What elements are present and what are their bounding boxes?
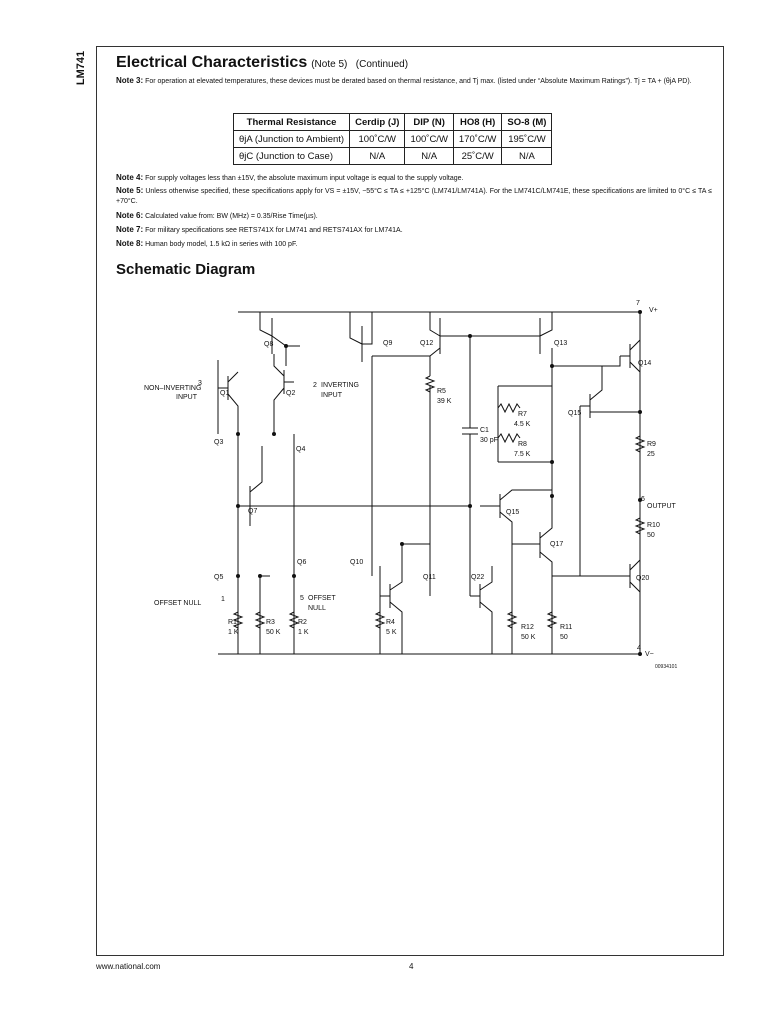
label-offset-null-right-2: NULL (308, 605, 326, 612)
value-r7: 4.5 K (514, 421, 531, 428)
table-header: DIP (N) (404, 113, 454, 131)
label-q13: Q13 (554, 340, 567, 347)
label-r2: R2 (298, 619, 307, 626)
label-r9: R9 (647, 441, 656, 448)
table-cell: 25˚C/W (452, 147, 503, 165)
pin-7: 7 (636, 300, 640, 307)
note-5: Note 5: Unless otherwise specified, thes… (116, 186, 712, 205)
pin-4: 4 (637, 645, 641, 652)
table-cell: 100˚C/W (349, 130, 406, 148)
page-number: 4 (409, 962, 414, 971)
pin-2: 2 (313, 382, 317, 389)
label-output: OUTPUT (647, 503, 677, 510)
side-label: LM741 (75, 50, 87, 86)
pin-6: 6 (641, 496, 645, 503)
continued-label: (Continued) (355, 59, 409, 70)
schematic-diagram: Q1 Q2 Q3 Q4 Q5 Q6 Q7 Q8 Q9 Q10 Q11 Q12 Q… (144, 300, 677, 670)
note-7: Note 7: For military specifications see … (116, 225, 403, 234)
section-title: Electrical Characteristics(Note 5) (Cont… (116, 54, 409, 71)
table-cell: N/A (404, 147, 454, 165)
table-header: Thermal Resistance (232, 113, 351, 131)
label-q3: Q3 (214, 439, 223, 446)
label-q12: Q12 (420, 340, 433, 347)
label-r12: R12 (521, 624, 534, 631)
table-cell: 170˚C/W (452, 130, 503, 148)
label-r7: R7 (518, 411, 527, 418)
note-8: Note 8: Human body model, 1.5 kΩ in seri… (116, 239, 298, 248)
note-3: Note 3: For operation at elevated temper… (116, 76, 692, 85)
label-q5: Q5 (214, 574, 223, 581)
value-c1: 30 pF (480, 437, 498, 444)
table-row: θjC (Junction to Case) N/A N/A 25˚C/W N/… (232, 147, 553, 165)
label-r3: R3 (266, 619, 275, 626)
label-q10: Q10 (350, 559, 363, 566)
label-q22: Q22 (471, 574, 484, 581)
label-non-inverting-input: INPUT (176, 394, 198, 401)
label-q6: Q6 (297, 559, 306, 566)
label-q9: Q9 (383, 340, 392, 347)
drawing-id: 00934101 (655, 664, 677, 670)
table-header: Cerdip (J) (349, 113, 406, 131)
label-r11: R11 (560, 624, 572, 631)
label-q7: Q7 (248, 508, 257, 515)
note-4: Note 4: For supply voltages less than ±1… (116, 173, 464, 182)
schematic-junctions (236, 310, 642, 656)
table-cell: N/A (501, 147, 553, 165)
value-r12: 50 K (521, 634, 536, 641)
page-frame (96, 46, 724, 956)
table-header-row: Thermal Resistance Cerdip (J) DIP (N) HO… (232, 113, 553, 131)
thermal-resistance-table: Thermal Resistance Cerdip (J) DIP (N) HO… (232, 113, 553, 165)
label-q20: Q20 (636, 575, 649, 582)
label-q11: Q11 (423, 574, 436, 581)
pin-3: 3 (198, 380, 202, 387)
pin-5: 5 (300, 595, 304, 602)
value-r9: 25 (647, 451, 655, 458)
label-q2: Q2 (286, 390, 295, 397)
value-r2: 1 K (298, 629, 309, 636)
table-cell: θjA (Junction to Ambient) (232, 130, 351, 148)
table-row: θjA (Junction to Ambient) 100˚C/W 100˚C/… (232, 130, 553, 148)
label-c1: C1 (480, 427, 489, 434)
label-q17: Q17 (550, 541, 563, 548)
schematic-wires (217, 311, 641, 655)
table-cell: 100˚C/W (404, 130, 454, 148)
table-cell: θjC (Junction to Case) (232, 147, 351, 165)
value-r10: 50 (647, 532, 655, 539)
resistor-symbols (232, 375, 646, 629)
label-r8: R8 (518, 441, 527, 448)
table-header: SO-8 (M) (501, 113, 553, 131)
label-q8: Q8 (264, 341, 273, 348)
value-r8: 7.5 K (514, 451, 531, 458)
table-cell: 195˚C/W (501, 130, 553, 148)
label-q1: Q1 (220, 390, 229, 397)
value-r3: 50 K (266, 629, 281, 636)
value-r1: 1 K (228, 629, 239, 636)
value-r4: 5 K (386, 629, 397, 636)
label-v-plus: V+ (649, 307, 658, 314)
label-offset-null-right-1: OFFSET (308, 595, 336, 602)
note-ref: (Note 5) (311, 59, 348, 70)
pin-1: 1 (221, 596, 225, 603)
label-inverting-input: INPUT (321, 392, 343, 399)
label-r5: R5 (437, 388, 446, 395)
label-inverting: INVERTING (321, 382, 359, 389)
value-r11: 50 (560, 634, 568, 641)
value-r5: 39 K (437, 398, 452, 405)
footer-website[interactable]: www.national.com (96, 962, 161, 971)
label-r4: R4 (386, 619, 395, 626)
label-r10: R10 (647, 522, 660, 529)
table-cell: N/A (349, 147, 406, 165)
schematic-title: Schematic Diagram (116, 261, 256, 278)
label-non-inverting: NON–INVERTING (144, 385, 201, 392)
note-6: Note 6: Calculated value from: BW (MHz) … (116, 211, 318, 220)
label-offset-null-left: OFFSET NULL (154, 600, 201, 607)
label-r1: R1 (228, 619, 237, 626)
label-q15-middle: Q15 (506, 509, 519, 516)
label-q4: Q4 (296, 446, 305, 453)
label-v-minus: V− (645, 651, 654, 658)
table-header: HO8 (H) (452, 113, 503, 131)
label-q15-right: Q15 (568, 410, 581, 417)
label-q14: Q14 (638, 360, 651, 367)
